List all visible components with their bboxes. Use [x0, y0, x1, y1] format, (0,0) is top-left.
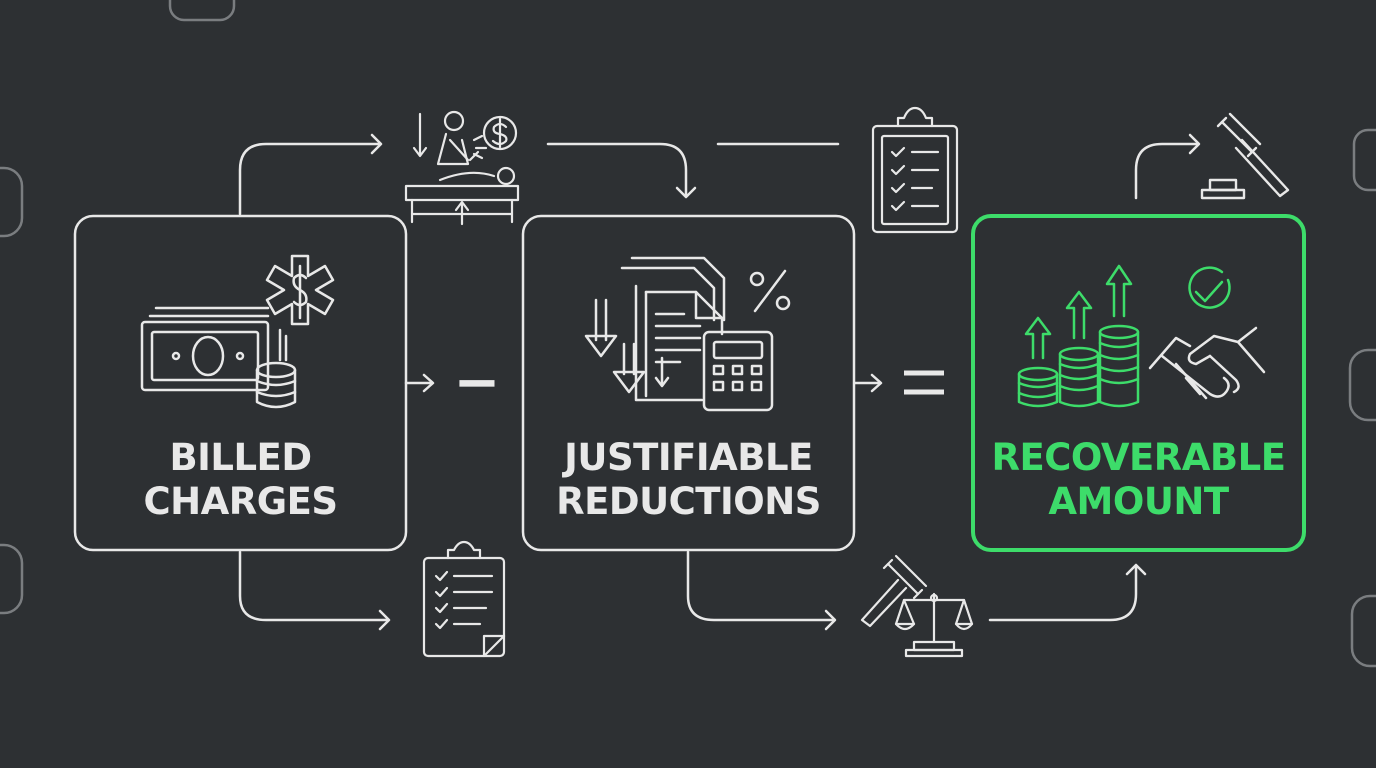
percent-icon	[749, 269, 791, 313]
growing-coins-icon	[1017, 264, 1140, 408]
clipboard-checklist-icon	[871, 106, 959, 234]
clipboard-checklist-icon	[422, 540, 506, 658]
connector-top-2	[546, 142, 697, 199]
arrow-to-minus	[404, 373, 435, 393]
documents-icon	[620, 256, 726, 402]
connector-bottom-3	[988, 563, 1147, 622]
equals-sign	[904, 370, 944, 395]
down-arrows-icon	[584, 298, 670, 394]
minus-sign: −	[454, 350, 501, 415]
handshake-icon	[1148, 326, 1266, 400]
connector-bottom-1	[238, 550, 391, 631]
recoverable-amount-line-2: AMOUNT	[1048, 480, 1229, 523]
dollar-icon	[482, 115, 518, 151]
connector-top-4	[1134, 133, 1201, 200]
recoverable-amount-box	[971, 214, 1306, 552]
connector-bottom-2	[686, 550, 837, 631]
background-decor	[0, 0, 1376, 668]
billed-charges-label: BILLED CHARGES	[75, 436, 406, 524]
cash-icon	[140, 306, 270, 392]
billed-charges-line-2: CHARGES	[143, 480, 338, 523]
billed-charges-line-1: BILLED	[169, 436, 312, 479]
gavel-scales-icon	[860, 554, 974, 658]
arrow-to-equals	[853, 373, 883, 393]
recoverable-amount-label: RECOVERABLE AMOUNT	[973, 436, 1304, 524]
justifiable-reductions-label: JUSTIFIABLE REDUCTIONS	[523, 436, 854, 524]
checkmark-icon	[1188, 266, 1231, 309]
recoverable-amount-line-1: RECOVERABLE	[991, 436, 1286, 479]
justifiable-reductions-line-1: JUSTIFIABLE	[564, 436, 813, 479]
calculator-icon	[702, 330, 774, 412]
justifiable-reductions-line-2: REDUCTIONS	[556, 480, 821, 523]
gavel-icon	[1200, 112, 1290, 200]
coins-icon	[255, 361, 297, 409]
connector-top-1	[238, 133, 383, 216]
physical-therapy-icon	[404, 110, 520, 226]
medical-star-icon	[265, 254, 335, 362]
